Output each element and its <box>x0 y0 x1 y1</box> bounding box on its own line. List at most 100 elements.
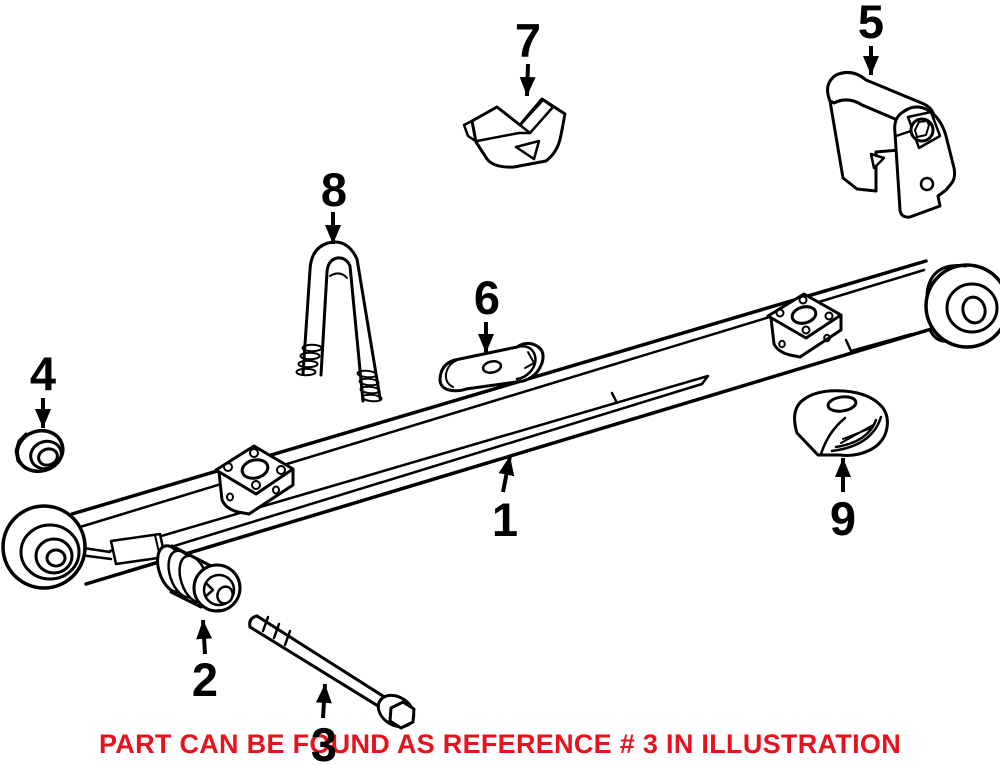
bumpstop-rib <box>840 424 874 444</box>
perch-bolt-hole <box>276 465 286 475</box>
callout-4: 4 <box>30 347 56 428</box>
spring-eye-rear <box>924 263 1000 349</box>
spring-bottom-edge <box>84 325 940 586</box>
callout-3: 3 <box>311 683 337 764</box>
spring-eye-hole <box>961 295 987 325</box>
bushing-face-ring <box>202 573 236 607</box>
bumpstop-face-divider <box>819 416 847 456</box>
wedge-crease <box>475 131 532 143</box>
perch-bolt-hole <box>249 448 259 458</box>
bushing-tab <box>205 608 220 612</box>
u-bolt-outer <box>301 240 382 400</box>
u-bolt-thread <box>301 343 323 353</box>
perch-bolt-hole <box>251 480 261 490</box>
callout-9-label: 9 <box>830 492 856 545</box>
callout-6: 6 <box>474 271 500 353</box>
perch-bolt-hole <box>824 311 834 321</box>
wedge-ledge <box>462 119 479 144</box>
hanger-left-panel <box>828 98 904 193</box>
callout-2-arrow <box>196 619 213 655</box>
flange-nut <box>14 428 65 474</box>
leaf-spring-assembly <box>1 259 1000 590</box>
callout-1-arrow <box>498 455 515 493</box>
callout-2: 2 <box>192 619 218 706</box>
bumpstop-rib <box>834 418 878 449</box>
bolt-thread <box>261 615 292 647</box>
pad-crest-notch <box>524 351 535 369</box>
nut-ring <box>29 439 63 471</box>
pad-right-crest <box>515 345 537 381</box>
nut-hole <box>37 447 59 467</box>
hanger-nut-hex <box>914 120 930 138</box>
spring-bushing <box>156 544 242 613</box>
perch-bolt-hole <box>775 308 785 318</box>
caption-text: PART CAN BE FOUND AS REFERENCE # 3 IN IL… <box>98 729 902 759</box>
spring-top-edge <box>70 259 928 516</box>
perch-strap-hole <box>778 339 786 349</box>
hanger-leader-line <box>894 129 913 138</box>
bushing-silhouette <box>169 544 215 609</box>
u-bolt-inner <box>319 256 365 403</box>
perch-strap-hole <box>226 492 234 502</box>
spring-eye-ring <box>945 282 999 334</box>
pad-hole <box>481 360 503 374</box>
callout-1: 1 <box>492 455 518 546</box>
callout-4-label: 4 <box>30 347 56 400</box>
u-bolt <box>295 240 383 403</box>
callout-3-arrow <box>315 683 332 719</box>
u-bolt-thread <box>361 393 383 403</box>
spring-seat-wedge <box>462 97 567 169</box>
bushing-key-notch <box>204 581 215 598</box>
spring-eye-hole <box>45 548 67 568</box>
spring-hanger-bracket <box>826 70 957 219</box>
u-bolt-thread <box>359 385 381 395</box>
perch-strap-hole <box>823 333 831 343</box>
callout-5: 5 <box>858 0 884 75</box>
bumpstop-rib <box>830 415 883 453</box>
spring-spacer-pad <box>438 341 545 393</box>
u-bolt-thread <box>356 369 378 379</box>
u-bolt-thread <box>299 351 321 361</box>
perch-strap-hole <box>272 485 280 495</box>
callout-8-label: 8 <box>321 163 347 216</box>
callout-2-label: 2 <box>192 653 218 706</box>
perch-center-hole <box>790 305 818 325</box>
callout-8: 8 <box>321 163 347 244</box>
perch-top-face <box>766 292 843 340</box>
callout-7: 7 <box>515 14 541 97</box>
u-bolt-thread <box>295 367 317 377</box>
callout-7-arrow <box>519 63 536 97</box>
pad-left-cap <box>444 360 457 388</box>
hanger-triangle-mark <box>869 152 886 170</box>
perch-bolt-hole <box>798 295 808 305</box>
callout-1-label: 1 <box>492 493 518 546</box>
perch-bolt-hole <box>223 462 233 472</box>
u-bolt-bend-line <box>329 272 348 279</box>
callout-3-label: 3 <box>311 718 337 764</box>
callout-5-label: 5 <box>858 0 884 48</box>
u-bolt-thread <box>297 359 319 369</box>
spring-eye-ring <box>34 537 74 575</box>
bolt-shaft <box>248 614 399 716</box>
bump-stop <box>793 389 889 457</box>
bolt-hex-head <box>388 700 416 730</box>
callout-7-label: 7 <box>515 14 541 67</box>
wedge-notch-face <box>518 98 555 135</box>
spring-perch-rear <box>766 292 843 359</box>
spring-leaf-line <box>108 374 710 564</box>
callout-9: 9 <box>830 458 856 545</box>
u-bolt-thread <box>358 377 380 387</box>
hanger-hole <box>919 176 935 192</box>
spring-bolt <box>248 614 416 730</box>
bumpstop-top-hole <box>826 395 858 413</box>
wedge-triangle-hole <box>514 139 541 161</box>
callout-6-label: 6 <box>474 271 500 324</box>
spring-eye-ring <box>19 523 81 581</box>
perch-bolt-hole <box>801 325 811 335</box>
bolt-tip <box>248 614 259 629</box>
spring-eye-outer <box>1 504 87 590</box>
spring-eye-front <box>1 504 87 590</box>
perch-top-face <box>214 444 295 496</box>
